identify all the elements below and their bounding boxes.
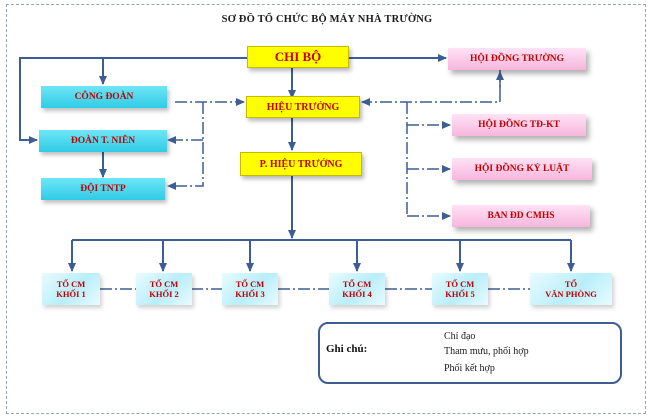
node-hoi-dong-truong[interactable]: HỘI ĐỒNG TRƯỜNG <box>448 48 586 70</box>
node-p-hieu-truong[interactable]: P. HIỆU TRƯỞNG <box>240 152 362 176</box>
legend-box <box>318 322 622 384</box>
node-group-5[interactable]: TỔ CM KHỐI 5 <box>432 273 488 305</box>
node-group-4[interactable]: TỔ CM KHỐI 4 <box>329 273 385 305</box>
node-chi-bo-label: CHI BỘ <box>274 49 322 64</box>
group-4-line2: KHỐI 4 <box>342 289 372 299</box>
node-doan-thanh-nien[interactable]: ĐOÀN T. NIÊN <box>39 130 167 152</box>
node-p-hieu-truong-label: P. HIỆU TRƯỞNG <box>259 158 343 170</box>
group-1-line2: KHỐI 1 <box>56 289 86 299</box>
group-3-line2: KHỐI 3 <box>235 289 265 299</box>
group-2-line2: KHỐI 2 <box>149 289 179 299</box>
node-cong-doan[interactable]: CÔNG ĐOÀN <box>41 86 167 108</box>
node-hoi-dong-td-kt[interactable]: HỘI ĐỒNG TĐ-KT <box>452 114 586 136</box>
group-6-line1: TỔ <box>564 279 578 289</box>
node-chi-bo[interactable]: CHI BỘ <box>247 46 349 68</box>
node-cong-doan-label: CÔNG ĐOÀN <box>74 92 134 102</box>
node-group-3[interactable]: TỔ CM KHỐI 3 <box>222 273 278 305</box>
node-hoi-dong-ky-luat[interactable]: HỘI ĐỒNG KỶ LUẬT <box>452 158 592 180</box>
edge-hoidongtruong-hieutruong <box>361 70 501 106</box>
legend-label-phoi-ket-hop: Phối kết hợp <box>444 363 495 374</box>
group-6-line2: VĂN PHÒNG <box>545 289 597 299</box>
node-ban-dd-cmhs[interactable]: BAN ĐD CMHS <box>452 205 590 227</box>
group-1-line1: TỔ CM <box>56 279 86 289</box>
node-group-1[interactable]: TỔ CM KHỐI 1 <box>42 273 100 305</box>
node-hieu-truong[interactable]: HIỆU TRƯỞNG <box>246 96 360 118</box>
group-5-line2: KHỐI 5 <box>445 289 475 299</box>
node-hoi-dong-truong-label: HỘI ĐỒNG TRƯỜNG <box>470 54 564 64</box>
node-doi-tntp-label: ĐỘI TNTP <box>80 184 126 194</box>
group-4-line1: TỔ CM <box>342 279 372 289</box>
node-ban-dd-cmhs-label: BAN ĐD CMHS <box>487 211 555 221</box>
group-2-line1: TỔ CM <box>149 279 179 289</box>
diagram-frame <box>6 4 646 414</box>
group-5-line1: TỔ CM <box>445 279 475 289</box>
edge-chibo-doantn <box>19 57 247 144</box>
legend-label-tham-muu: Tham mưu, phối hợp <box>444 346 529 357</box>
edge-link-doitntp <box>167 102 204 190</box>
group-3-line1: TỔ CM <box>235 279 265 289</box>
node-hieu-truong-label: HIỆU TRƯỞNG <box>266 101 340 113</box>
node-hoi-dong-ky-luat-label: HỘI ĐỒNG KỶ LUẬT <box>474 164 570 174</box>
node-group-6[interactable]: TỔ VĂN PHÒNG <box>530 273 612 305</box>
node-doi-tntp[interactable]: ĐỘI TNTP <box>41 178 165 200</box>
node-doan-thanh-nien-label: ĐOÀN T. NIÊN <box>70 136 136 146</box>
diagram-title: SƠ ĐỒ TỔ CHỨC BỘ MÁY NHÀ TRƯỜNG <box>221 14 433 25</box>
legend-label-chi-dao: Chỉ đạo <box>444 331 476 342</box>
node-group-2[interactable]: TỔ CM KHỐI 2 <box>136 273 192 305</box>
node-hoi-dong-td-kt-label: HỘI ĐỒNG TĐ-KT <box>478 120 560 130</box>
legend-title: Ghi chú: <box>326 343 368 355</box>
